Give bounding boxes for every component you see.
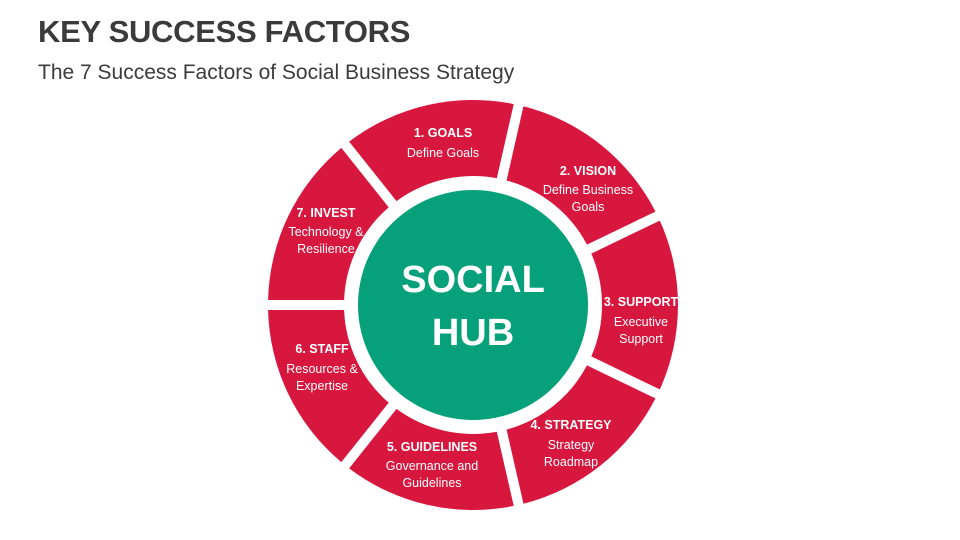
segment-label-goals: 1. GOALS Define Goals xyxy=(407,126,479,160)
segment-title: 2. VISION xyxy=(560,164,616,178)
segment-title: 7. INVEST xyxy=(296,206,355,220)
segment-desc: Expertise xyxy=(296,379,348,393)
hub-label-line1: SOCIAL xyxy=(401,259,545,301)
segment-desc: Roadmap xyxy=(544,455,598,469)
segment-desc: Guidelines xyxy=(402,476,461,490)
page-subtitle: The 7 Success Factors of Social Business… xyxy=(38,61,515,84)
segment-invest xyxy=(349,100,514,202)
segment-title: 6. STAFF xyxy=(295,342,349,356)
segment-support xyxy=(506,365,656,504)
segment-label-strategy: 4. STRATEGY Strategy Roadmap xyxy=(530,418,612,469)
segment-desc: Resources & xyxy=(286,362,358,376)
segment-strategy xyxy=(349,408,514,510)
hub-circle xyxy=(358,190,588,420)
segment-desc: Goals xyxy=(572,200,605,214)
segment-title: 5. GUIDELINES xyxy=(387,440,477,454)
segment-desc: Strategy xyxy=(548,438,595,452)
segment-title: 1. GOALS xyxy=(414,126,472,140)
segment-desc: Governance and xyxy=(386,459,478,473)
segment-label-support: 3. SUPPORT Executive Support xyxy=(604,295,679,346)
segment-desc: Technology & xyxy=(288,225,364,239)
segment-desc: Support xyxy=(619,332,663,346)
segment-desc: Define Business xyxy=(543,183,633,197)
segment-goals xyxy=(506,106,656,245)
segment-label-staff: 6. STAFF Resources & Expertise xyxy=(286,342,358,393)
segment-ring xyxy=(268,100,678,510)
segment-vision xyxy=(591,220,678,390)
segment-title: 4. STRATEGY xyxy=(530,418,612,432)
segment-title: 3. SUPPORT xyxy=(604,295,679,309)
segment-label-guidelines: 5. GUIDELINES Governance and Guidelines xyxy=(386,440,478,490)
segment-guidelines xyxy=(268,309,389,463)
segment-label-invest: 7. INVEST Technology & Resilience xyxy=(288,206,364,256)
segment-staff xyxy=(268,147,389,301)
hub-label-line2: HUB xyxy=(432,312,514,354)
segment-label-vision: 2. VISION Define Business Goals xyxy=(543,164,633,214)
segment-desc: Executive xyxy=(614,315,668,329)
segment-desc: Resilience xyxy=(297,242,355,256)
page-title: KEY SUCCESS FACTORS xyxy=(38,14,411,49)
segment-desc: Define Goals xyxy=(407,146,479,160)
